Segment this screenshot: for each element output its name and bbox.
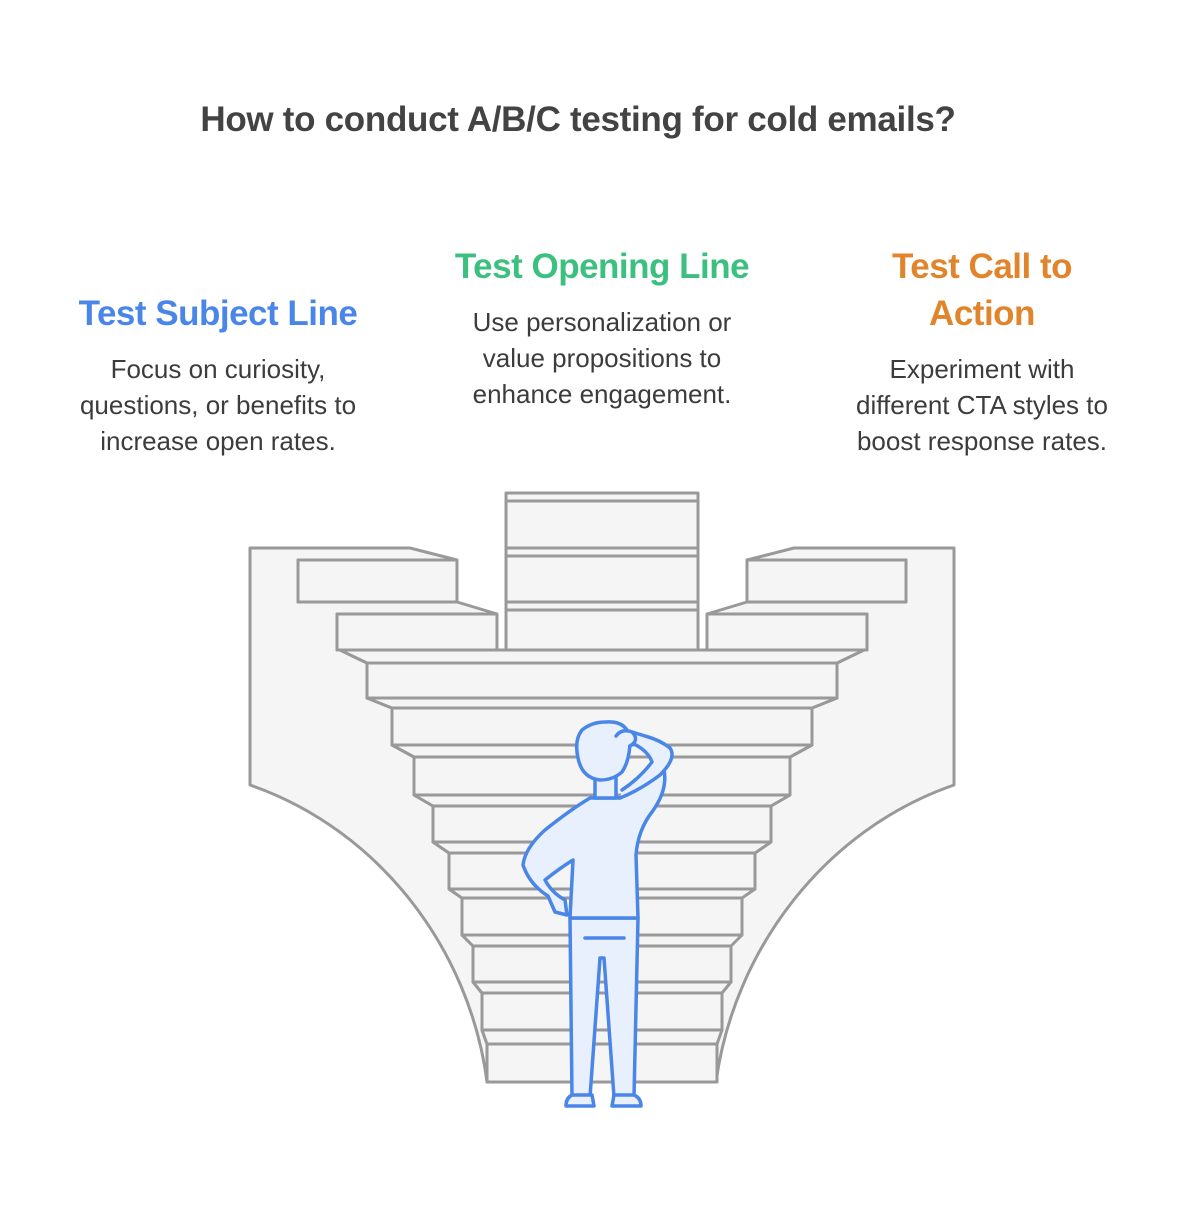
heading-line: Test Opening Line [454,247,750,286]
person-neck [593,776,618,800]
right-mid-step [705,612,869,652]
column-test-subject-line: Test Subject Line Focus on curiosity, qu… [18,290,418,459]
heading-line: Test Call to [891,247,1073,286]
heading-line: Action [929,294,1035,333]
column-description: Focus on curiosity, questions, or benefi… [18,351,418,459]
step-riser [480,991,724,1032]
left-upper-step [296,558,459,604]
column-description: Experiment with different CTA styles to … [782,351,1182,459]
step-riser [365,661,839,700]
left-mid-step [335,612,499,652]
column-heading: Test Subject Line [18,290,418,337]
step-tread [338,648,866,665]
page-title: How to conduct A/B/C testing for cold em… [200,100,956,139]
person-torso [521,768,667,920]
step-tread [480,1028,724,1046]
column-description: Use personalization or value proposition… [402,304,802,412]
column-test-opening-line: Test Opening Line Use personalization or… [402,243,802,412]
description-line: increase open rates. [100,426,336,456]
column-heading: Test Call to Action [782,243,1182,337]
center-tower [504,491,700,652]
description-line: value propositions to [482,343,722,373]
description-line: Experiment with [889,354,1075,384]
step-tread [471,980,733,995]
description-line: enhance engagement. [472,379,732,409]
description-line: boost response rates. [856,426,1108,456]
description-line: different CTA styles to [856,390,1108,420]
heading-line: Test Subject Line [78,294,358,333]
description-line: Use personalization or [472,307,732,337]
step-riser [485,1042,719,1084]
person-feet [564,1093,643,1108]
column-test-call-to-action: Test Call to Action Experiment with diff… [782,243,1182,459]
description-line: questions, or benefits to [79,390,357,420]
right-upper-step [745,558,908,604]
person-arm [618,730,674,800]
description-line: Focus on curiosity, [110,354,326,384]
column-heading: Test Opening Line [402,243,802,290]
person-icon [521,720,674,1108]
